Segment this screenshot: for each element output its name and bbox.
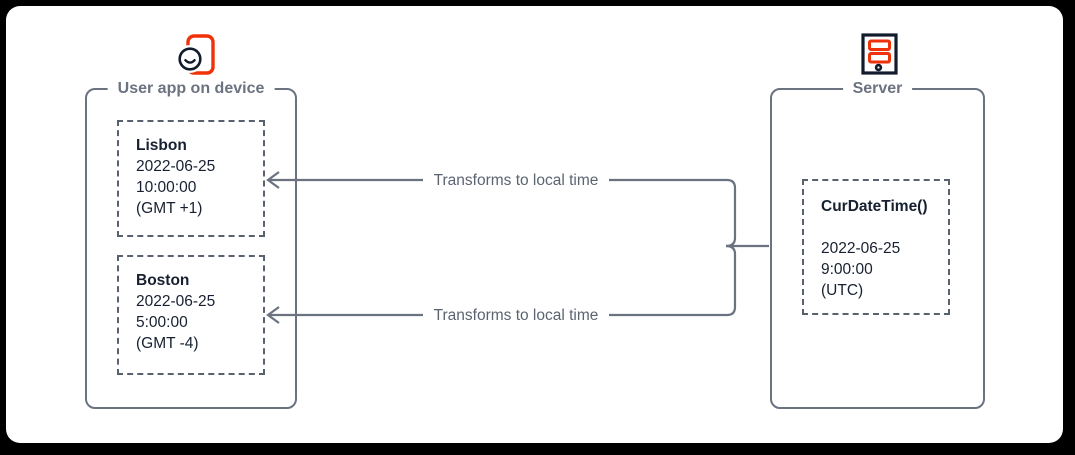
blank-line bbox=[821, 217, 948, 238]
phone-with-user-icon bbox=[176, 34, 215, 75]
server-group-box: Server CurDateTime() 2022-06-25 9:00:00 … bbox=[770, 78, 985, 409]
bottom-arrow-label: Transforms to local time bbox=[434, 307, 599, 324]
lisbon-title: Lisbon bbox=[136, 137, 187, 154]
server-rack-icon bbox=[861, 33, 898, 75]
boston-time: 5:00:00 bbox=[136, 314, 188, 331]
boston-title: Boston bbox=[136, 272, 190, 289]
device-group-label: User app on device bbox=[107, 78, 275, 100]
canvas-card: User app on device Lisbon 2022-06-25 10:… bbox=[6, 6, 1063, 443]
boston-offset: (GMT -4) bbox=[136, 335, 199, 352]
curdatetime-title: CurDateTime() bbox=[821, 198, 928, 215]
top-arrow-line-right bbox=[609, 178, 737, 248]
device-group-box: User app on device Lisbon 2022-06-25 10:… bbox=[85, 78, 297, 409]
lisbon-time-card: Lisbon 2022-06-25 10:00:00 (GMT +1) bbox=[117, 120, 265, 237]
transform-arrows: Transforms to local time Transforms to l… bbox=[266, 171, 769, 324]
lisbon-time: 10:00:00 bbox=[136, 179, 197, 196]
bottom-arrowhead bbox=[266, 306, 280, 324]
boston-time-card: Boston 2022-06-25 5:00:00 (GMT -4) bbox=[117, 255, 265, 375]
lisbon-date: 2022-06-25 bbox=[136, 158, 216, 175]
top-arrowhead bbox=[266, 171, 280, 189]
server-group-label: Server bbox=[842, 78, 913, 100]
server-offset: (UTC) bbox=[821, 282, 864, 299]
bottom-arrow-line-right bbox=[609, 244, 737, 317]
boston-date: 2022-06-25 bbox=[136, 293, 216, 310]
server-date: 2022-06-25 bbox=[821, 240, 901, 257]
lisbon-offset: (GMT +1) bbox=[136, 200, 203, 217]
top-arrow-label: Transforms to local time bbox=[434, 172, 599, 189]
curdatetime-card: CurDateTime() 2022-06-25 9:00:00 (UTC) bbox=[802, 179, 950, 315]
server-time: 9:00:00 bbox=[821, 261, 873, 278]
